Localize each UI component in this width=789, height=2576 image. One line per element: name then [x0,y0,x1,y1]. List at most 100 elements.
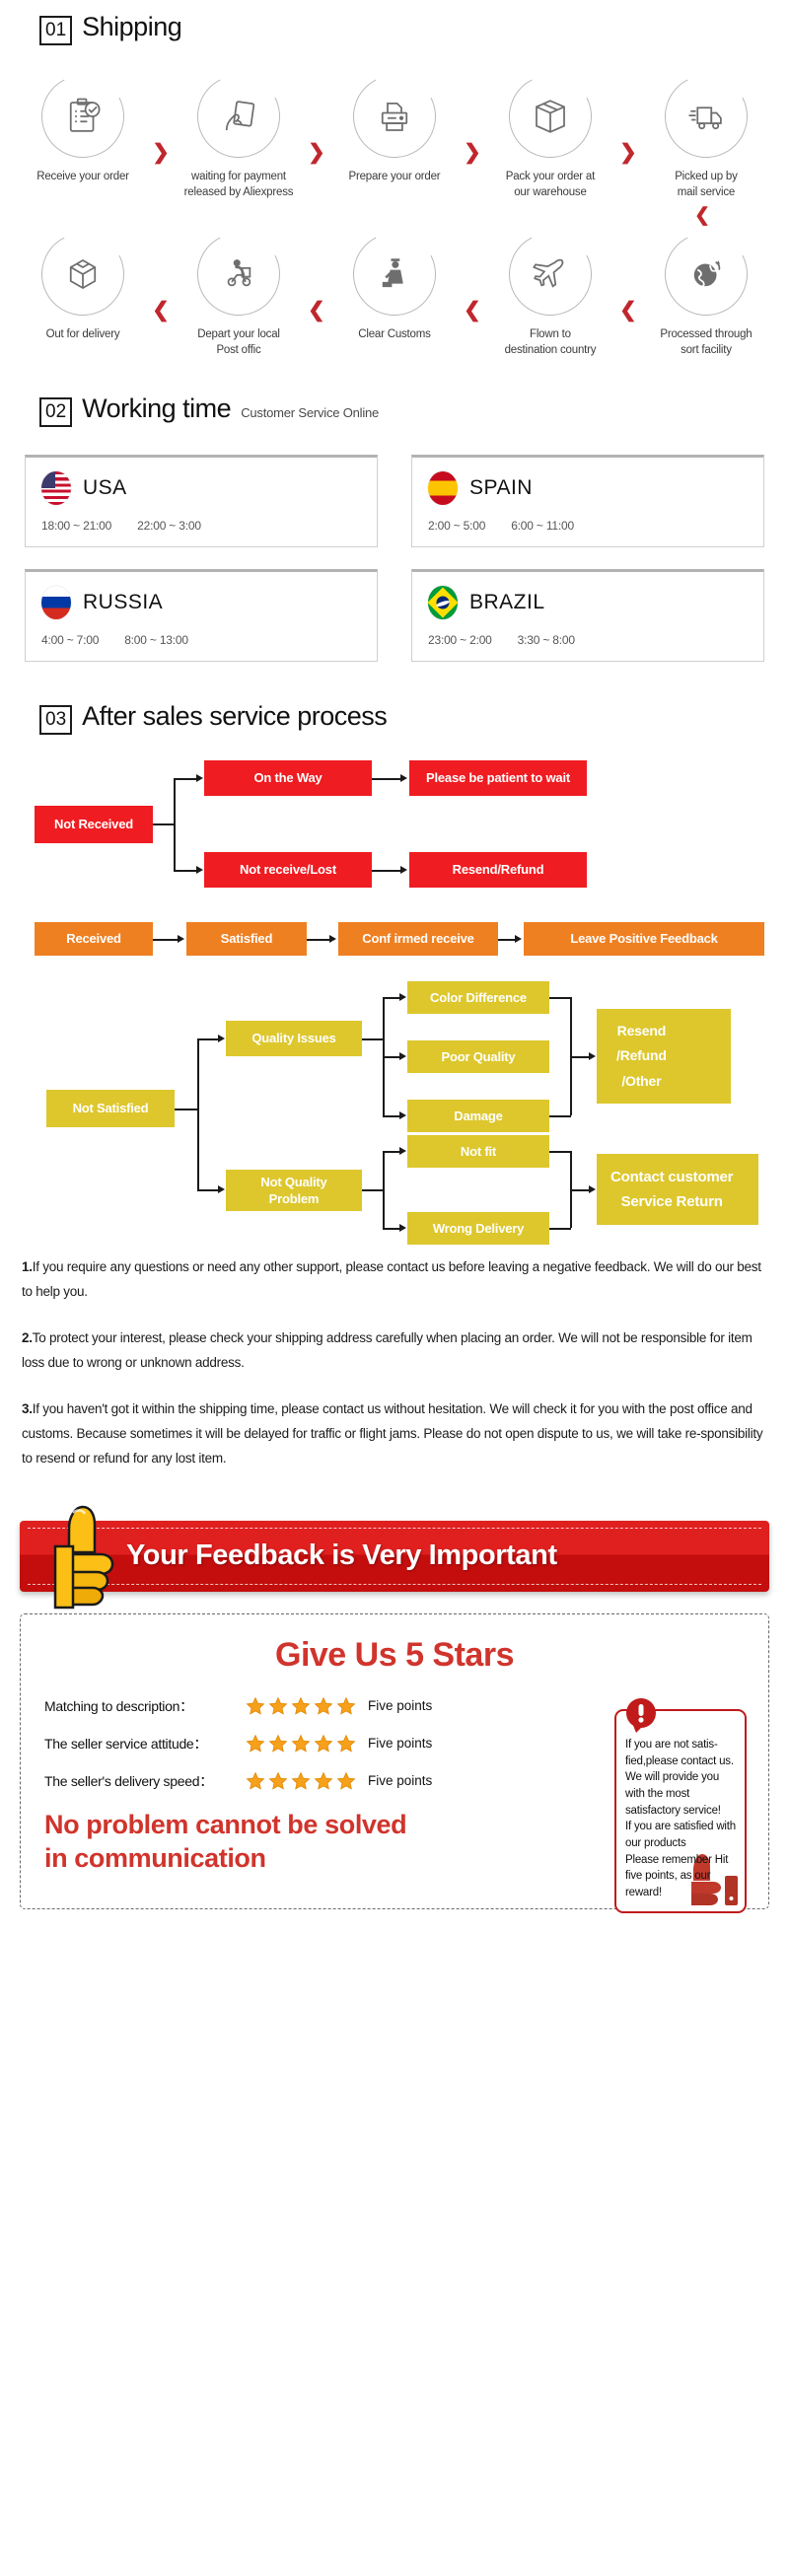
shipping-step-receive-order: Receive your order [25,64,141,185]
flow-line [197,1038,219,1040]
chevron-right-icon: ❯ [308,141,325,165]
chevron-left-icon: ❮ [308,299,325,322]
thumbs-up-icon [53,1505,114,1610]
card-hours: 23:00 ~ 2:00 3:30 ~ 8:00 [428,633,748,647]
open-box-icon [69,259,97,290]
flow-line [153,823,175,825]
card-header: BRAZIL [428,586,748,620]
russia-flag-icon [41,586,71,620]
page-title-shipping: Shipping [82,12,182,41]
flow-node-not-fit: Not fit [407,1135,549,1169]
flow-node-not-receive-lost: Not receive/Lost [204,852,372,889]
note-text: If you require any questions or need any… [22,1259,761,1300]
star-icon[interactable] [336,1734,356,1753]
policy-notes: 1.If you require any questions or need a… [0,1226,789,1471]
star-icon[interactable] [268,1734,288,1753]
chevron-right-icon: ❯ [152,141,170,165]
flow-arrow-icon [515,934,522,943]
section-number-03: 03 [39,705,73,736]
flow-arrow-icon [218,1034,225,1042]
chevron-right-icon: ❯ [464,141,481,165]
truck-icon [688,107,722,130]
star-icon[interactable] [246,1734,265,1753]
star-icon[interactable] [314,1696,333,1716]
star-icon[interactable] [246,1771,265,1791]
rating-label: Matching to description： [44,1697,193,1714]
working-time-card-usa: USA 18:00 ~ 21:00 22:00 ~ 3:00 [25,455,378,548]
star-icon[interactable] [291,1696,311,1716]
flow-line [549,1228,571,1230]
note-text: If you haven't got it within the shippin… [22,1400,763,1466]
flow-node-please-wait: Please be patient to wait [409,760,587,797]
star-icon[interactable] [291,1771,311,1791]
flow-line [383,1056,400,1058]
flow-line [549,1115,571,1117]
star-icon[interactable] [291,1734,311,1753]
rating-row-service-attitude: The seller service attitude： Five points [44,1734,745,1753]
step-circle [342,222,447,326]
star-icon[interactable] [268,1771,288,1791]
country-name: BRAZIL [469,591,545,614]
card-hours: 4:00 ~ 7:00 8:00 ~ 13:00 [41,633,361,647]
flow-line [174,778,197,780]
give-us-5-stars-title: Give Us 5 Stars [275,1635,514,1674]
star-icon[interactable] [314,1771,333,1791]
hand-card-icon [225,101,255,131]
flowchart-received: Received Satisfied Conf irmed receive Le… [25,922,764,971]
step-circle [342,64,447,169]
flow-line [570,1056,590,1058]
page-title-working-time: Working time [82,394,232,424]
shipping-row-1: Receive your order ❯ waiting for payment… [25,64,764,200]
rating-row-description: Matching to description： Five points [44,1696,745,1716]
flow-line [549,1151,571,1153]
product-service-info-page: 01 Shipping Receive your order ❯ [0,12,789,1913]
thumbs-up-icon [691,1853,738,1905]
flow-node-wrong-delivery: Wrong Delivery [407,1212,549,1246]
flow-arrow-icon [399,1223,406,1232]
feedback-banner-text: Your Feedback is Very Important [126,1539,557,1572]
globe-icon [693,260,721,288]
star-icon[interactable] [314,1734,333,1753]
flow-line [175,1109,198,1110]
printer-icon [381,103,408,131]
card-header: USA [41,471,361,506]
step-circle [31,222,135,326]
chevron-left-icon: ❮ [619,299,637,322]
flow-line [570,1189,590,1191]
rating-points: Five points [368,1773,433,1789]
star-icon[interactable] [336,1771,356,1791]
box-icon [536,100,565,133]
flow-line [372,778,401,780]
star-icon[interactable] [246,1696,265,1716]
country-name: SPAIN [469,476,533,500]
star-icon[interactable] [268,1696,288,1716]
hours-slot: 23:00 ~ 2:00 [428,633,492,648]
step-circle [654,222,758,326]
step-circle [31,64,135,169]
flow-node-damage: Damage [407,1100,549,1133]
flow-node-on-the-way: On the Way [204,760,372,797]
working-time-section: 02 Working time Customer Service Online … [0,358,789,663]
shipping-step-label: Clear Customs [358,328,431,341]
section-number-02: 02 [39,397,73,428]
note-number: 2. [22,1330,33,1345]
flow-line [174,870,197,872]
flow-line [362,1189,384,1191]
flow-line [383,1228,400,1230]
flow-arrow-icon [329,934,336,943]
step-circle [186,222,291,326]
flow-line [549,997,571,999]
country-name: USA [83,476,127,500]
step-circle [654,64,758,169]
flow-node-leave-feedback: Leave Positive Feedback [524,922,764,957]
flow-node-not-received: Not Received [35,806,153,844]
star-icon[interactable] [336,1696,356,1716]
section-number-01: 01 [39,16,73,45]
